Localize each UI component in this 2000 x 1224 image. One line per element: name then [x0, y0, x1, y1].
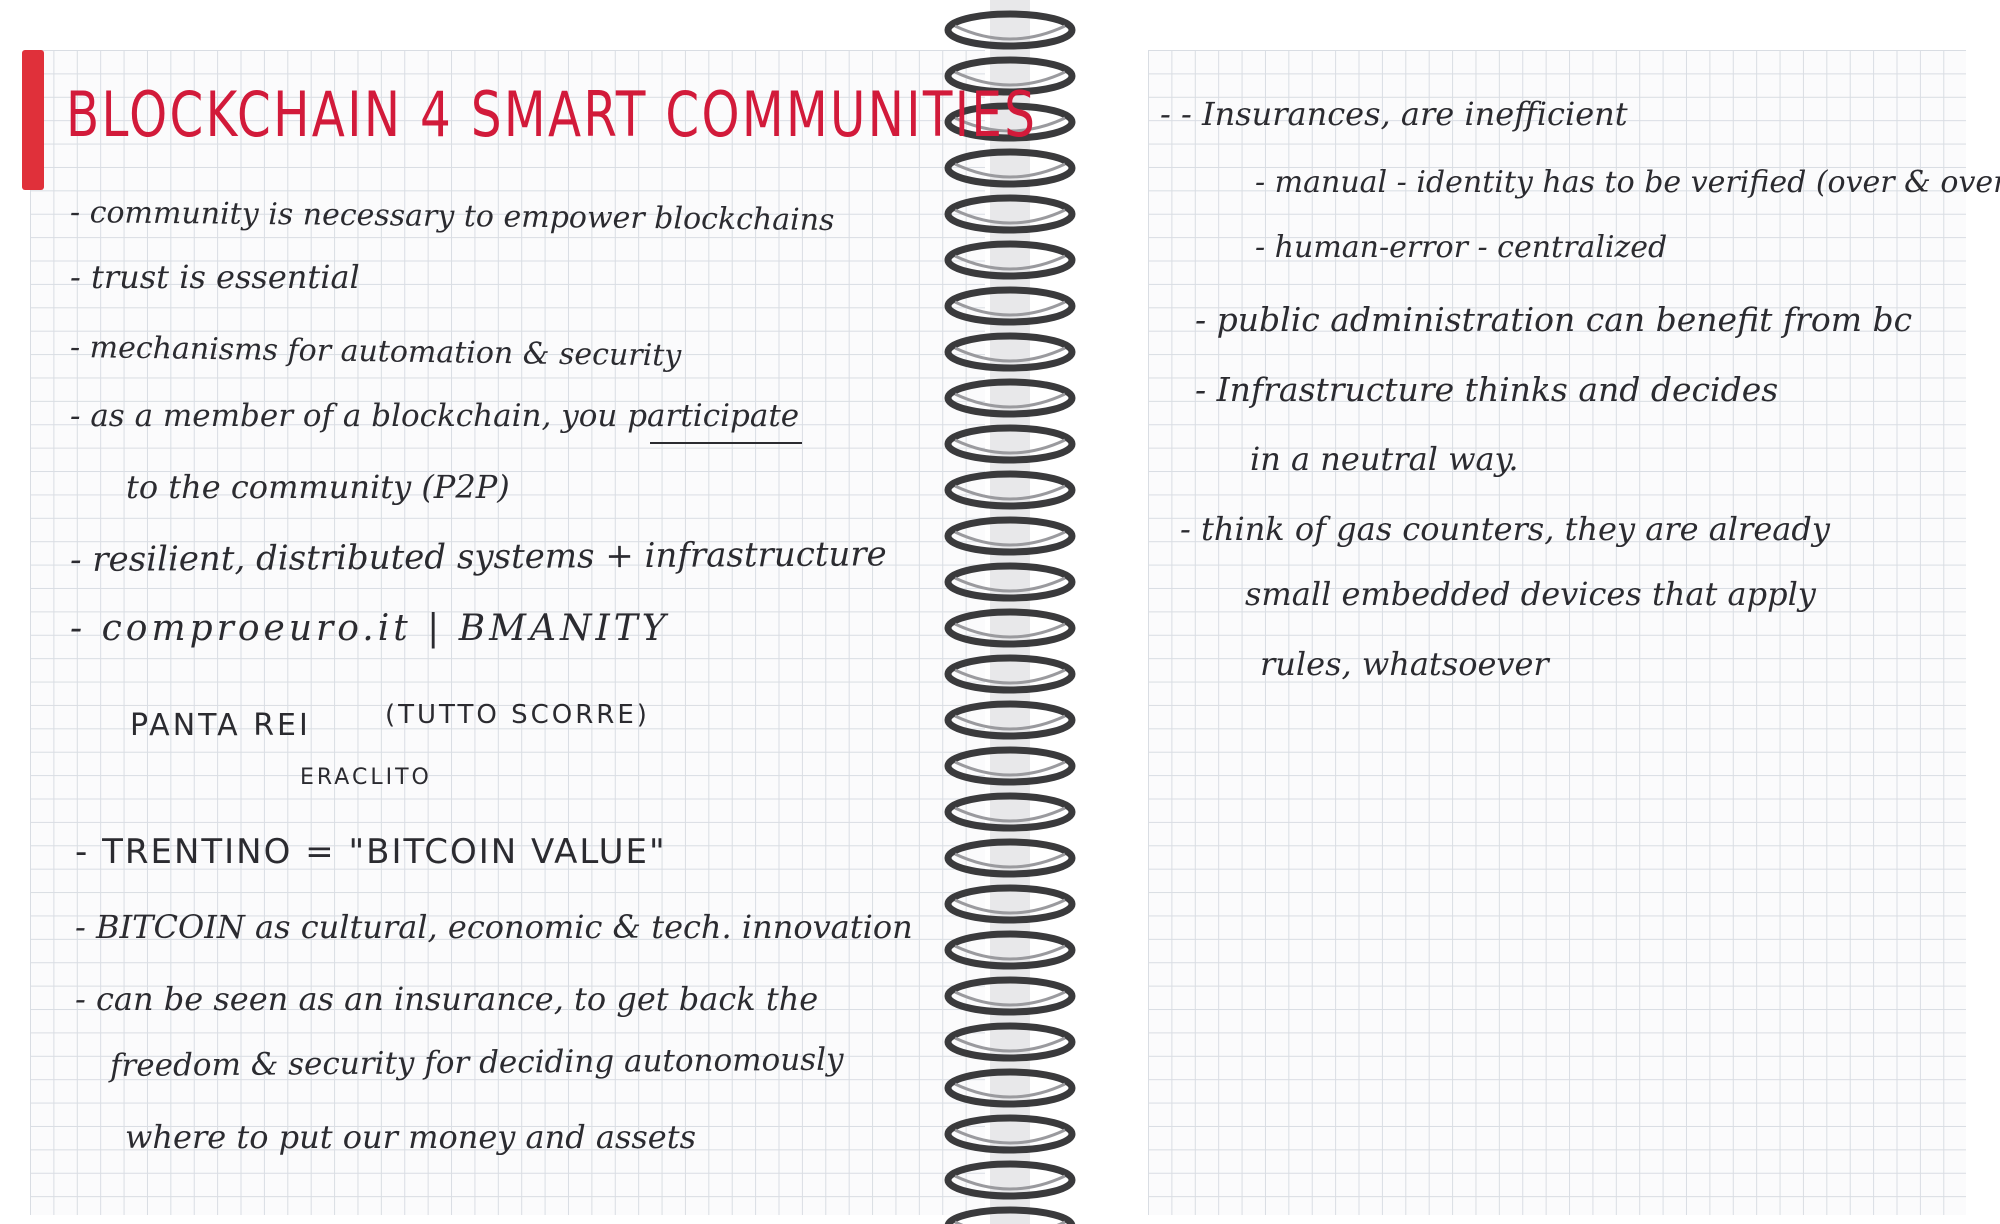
spiral-coil [944, 930, 1076, 970]
spiral-coil-highlight [954, 300, 1066, 317]
spiral-coil-highlight [954, 852, 1066, 869]
spiral-coil-highlight [954, 484, 1066, 501]
spiral-coil-highlight [954, 1036, 1066, 1053]
spiral-coil-highlight [954, 346, 1066, 363]
page-title: BLOCKCHAIN 4 SMART COMMUNITIES [66, 78, 1038, 151]
note-line-7: - comproeuro.it | BMANITY [70, 608, 670, 649]
right-note-line-3: - human-error - centralized [1255, 230, 1668, 265]
spiral-coil-highlight [954, 208, 1066, 225]
spiral-coil-highlight [954, 990, 1066, 1007]
spiral-coil [944, 1068, 1076, 1108]
spiral-coil-highlight [954, 622, 1066, 639]
right-note-line-7: - think of gas counters, they are alread… [1180, 510, 1830, 548]
spiral-coil [944, 746, 1076, 786]
spiral-coil [944, 516, 1076, 556]
spiral-coil [944, 470, 1076, 510]
left-notebook-page [30, 50, 985, 1215]
spiral-coil [944, 976, 1076, 1016]
spiral-coil [944, 148, 1076, 188]
spiral-coil [944, 884, 1076, 924]
spiral-coil-highlight [954, 392, 1066, 409]
spiral-coil [944, 838, 1076, 878]
insurance-line-3: where to put our money and assets [125, 1118, 696, 1156]
spiral-coil-highlight [954, 1128, 1066, 1145]
spiral-coil [944, 1160, 1076, 1200]
spiral-coil [944, 608, 1076, 648]
spiral-coil-highlight [954, 714, 1066, 731]
spiral-coil-highlight [954, 438, 1066, 455]
bitcoin-innovation-line: - BITCOIN as cultural, economic & tech. … [75, 908, 913, 946]
spiral-coil-highlight [954, 668, 1066, 685]
right-note-line-8: small embedded devices that apply [1245, 575, 1816, 613]
spiral-coil [944, 562, 1076, 602]
spiral-coil-highlight [954, 576, 1066, 593]
spiral-coil [944, 240, 1076, 280]
right-note-line-9: rules, whatsoever [1260, 645, 1549, 683]
spiral-coil-highlight [954, 898, 1066, 915]
right-note-line-6: in a neutral way. [1250, 440, 1519, 478]
spiral-coil-highlight [954, 116, 1066, 133]
spiral-coil-highlight [954, 162, 1066, 179]
spiral-coil [944, 194, 1076, 234]
spiral-coil-highlight [954, 24, 1066, 41]
right-notebook-page [1148, 50, 1966, 1215]
right-note-line-2: - manual - identity has to be verified (… [1255, 165, 2000, 200]
note-line-2: - trust is essential [70, 258, 360, 296]
spiral-coil [944, 654, 1076, 694]
spiral-coil [944, 332, 1076, 372]
eraclito-note: ERACLITO [300, 765, 432, 790]
panta-rei-note: PANTA REI [130, 708, 311, 743]
participate-underline [650, 442, 802, 444]
spiral-coil [944, 424, 1076, 464]
spiral-coil-highlight [954, 1082, 1066, 1099]
trentino-line: - TRENTINO = "BITCOIN VALUE" [75, 832, 667, 872]
spiral-coil-highlight [954, 1174, 1066, 1191]
spiral-coil [944, 286, 1076, 326]
spiral-coil [944, 378, 1076, 418]
red-margin-marker [22, 50, 44, 190]
spiral-coil [944, 1114, 1076, 1154]
spiral-coil-highlight [954, 254, 1066, 271]
spiral-coil-highlight [954, 944, 1066, 961]
spiral-coil [944, 1022, 1076, 1062]
note-line-6: - resilient, distributed systems + infra… [69, 534, 887, 580]
note-line-5: to the community (P2P) [126, 468, 510, 506]
note-line-4: - as a member of a blockchain, you parti… [70, 398, 800, 434]
spiral-coil [944, 700, 1076, 740]
spiral-coil-highlight [954, 760, 1066, 777]
spiral-coil [944, 1206, 1076, 1224]
right-note-line-5: - Infrastructure thinks and decides [1195, 370, 1779, 409]
spiral-coil-highlight [954, 530, 1066, 547]
spiral-coil [944, 792, 1076, 832]
spiral-coil [944, 102, 1076, 142]
insurance-line-2: freedom & security for deciding autonomo… [109, 1041, 844, 1084]
tutto-scorre-note: (TUTTO SCORRE) [385, 700, 650, 730]
insurance-line-1: - can be seen as an insurance, to get ba… [75, 980, 819, 1018]
spiral-binding [944, 0, 1076, 1224]
right-note-line-4: - public administration can benefit from… [1195, 300, 1913, 339]
spiral-coil-highlight [954, 806, 1066, 823]
spiral-coil [944, 56, 1076, 96]
spiral-coil [944, 10, 1076, 50]
right-note-line-1: - - Insurances, are inefficient [1160, 95, 1628, 133]
spiral-coil-highlight [954, 70, 1066, 87]
